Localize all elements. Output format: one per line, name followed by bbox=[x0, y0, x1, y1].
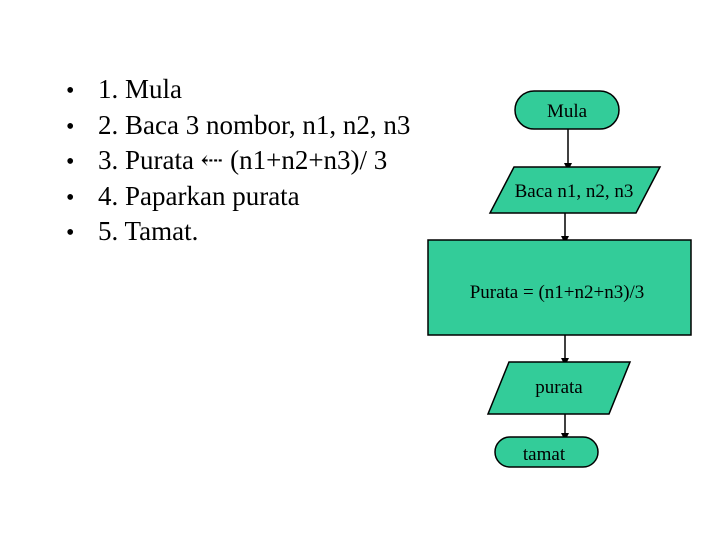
start-label: Mula bbox=[547, 101, 588, 122]
start-terminal bbox=[514, 90, 620, 130]
process-box bbox=[427, 239, 692, 336]
bullet: • bbox=[66, 220, 75, 246]
process-label: Purata = (n1+n2+n3)/3 bbox=[470, 282, 645, 303]
step-text: 2. Baca 3 nombor, n1, n2, n3 bbox=[98, 109, 411, 140]
algorithm-steps: • 1. Mula • 2. Baca 3 nombor, n1, n2, n3… bbox=[66, 72, 410, 250]
step-text: 3. Purata ⇠ (n1+n2+n3)/ 3 bbox=[98, 145, 388, 175]
step-text: 4. Paparkan purata bbox=[98, 180, 300, 211]
step-text: 1. Mula bbox=[98, 74, 182, 104]
end-terminal bbox=[494, 436, 599, 468]
bullet: • bbox=[66, 184, 75, 211]
bullet: • bbox=[66, 149, 75, 175]
end-label: tamat bbox=[523, 444, 566, 465]
bullet: • bbox=[66, 78, 75, 104]
input-label: Baca n1, n2, n3 bbox=[515, 181, 634, 202]
bullet: • bbox=[66, 113, 75, 140]
step-text: 5. Tamat. bbox=[98, 216, 199, 246]
step-3: • 3. Purata ⇠ (n1+n2+n3)/ 3 bbox=[66, 143, 410, 179]
input-parallelogram bbox=[488, 166, 662, 214]
output-label: purata bbox=[535, 377, 583, 398]
step-5: • 5. Tamat. bbox=[66, 214, 410, 250]
step-4: • 4. Paparkan purata bbox=[66, 179, 410, 215]
step-2: • 2. Baca 3 nombor, n1, n2, n3 bbox=[66, 108, 410, 144]
step-1: • 1. Mula bbox=[66, 72, 410, 108]
output-parallelogram bbox=[486, 361, 632, 415]
